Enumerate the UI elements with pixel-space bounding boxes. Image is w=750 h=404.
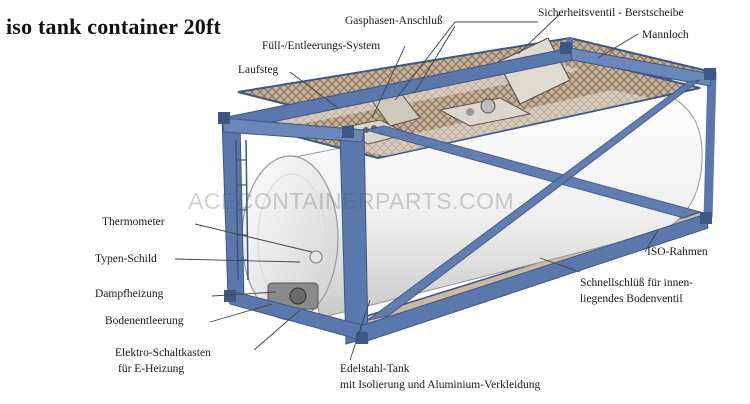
label-typen-schild: Typen-Schild bbox=[95, 253, 157, 265]
label-iso-rahmen: ISO-Rahmen bbox=[647, 246, 708, 258]
corner-casting bbox=[218, 112, 230, 124]
thermometer-icon bbox=[309, 250, 323, 264]
label-elektro-line2: für E-Heizung bbox=[118, 363, 185, 375]
page-title: iso tank container 20ft bbox=[6, 14, 222, 39]
label-dampfheizung: Dampfheizung bbox=[95, 288, 164, 300]
label-fuell: Füll-/Entleerungs-System bbox=[262, 40, 381, 52]
leader-lines bbox=[174, 13, 659, 361]
label-edelstahl-line1: Edelstahl-Tank bbox=[340, 363, 410, 375]
label-gasphasen: Gasphasen-Anschluß bbox=[345, 15, 443, 27]
iso-frame bbox=[218, 42, 716, 345]
label-bodenentleerung: Bodenentleerung bbox=[105, 315, 184, 327]
label-schnellschluss-line1: Schnellschlüß für innen- bbox=[580, 277, 694, 289]
label-thermometer: Thermometer bbox=[102, 216, 165, 228]
label-sicherheitsventil: Sicherheitsventil - Berstscheibe bbox=[538, 7, 684, 19]
label-elektro-line1: Elektro-Schaltkasten bbox=[115, 347, 211, 359]
label-schnellschluss-line2: liegendes Bodenventil bbox=[580, 293, 683, 305]
label-edelstahl-line2: mit Isolierung und Aluminium-Verkleidung bbox=[340, 379, 541, 391]
label-laufsteg: Laufsteg bbox=[238, 64, 279, 76]
label-mannloch: Mannloch bbox=[642, 29, 689, 41]
watermark: ACECONTAINERPARTS.COM bbox=[188, 188, 515, 214]
